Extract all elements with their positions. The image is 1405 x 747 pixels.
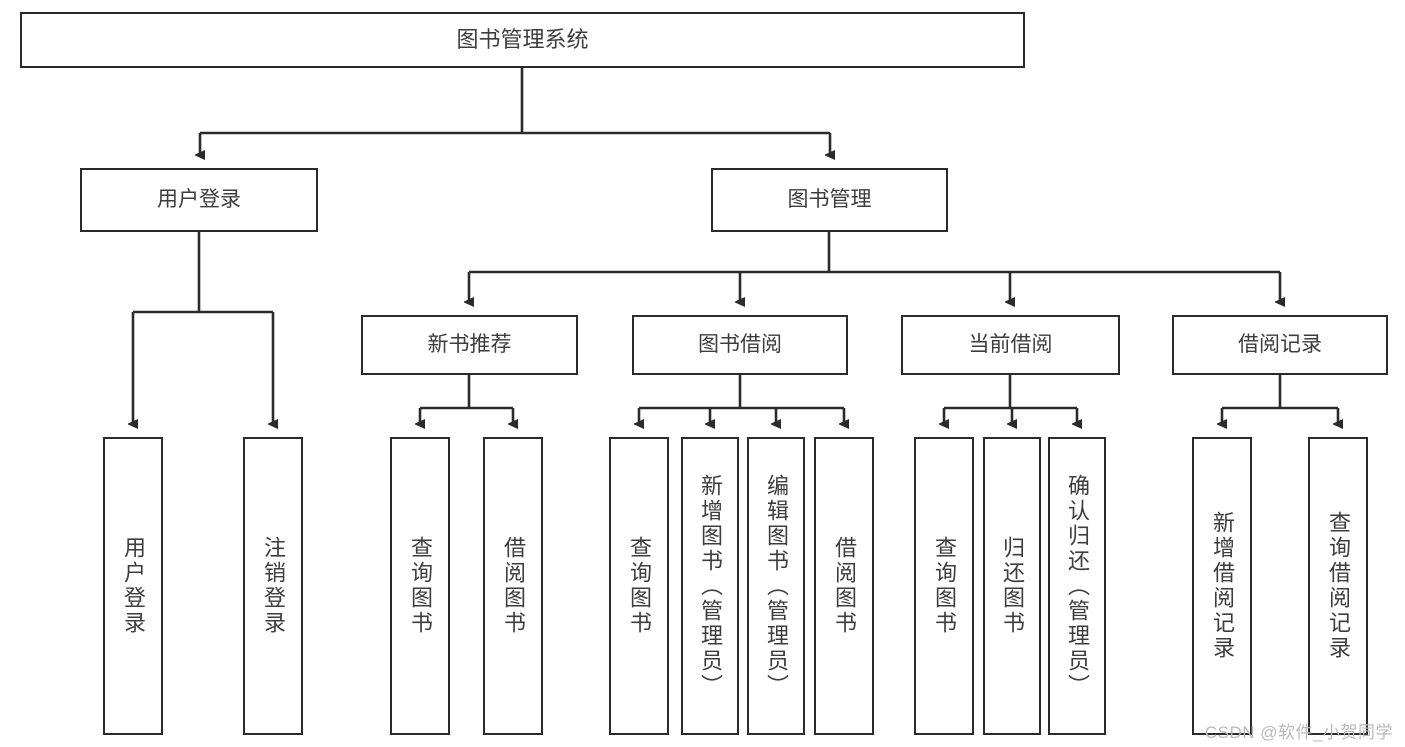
node-leaf-br-query-record[interactable]: 查询借阅记录 <box>1308 437 1368 735</box>
node-new-book-rec[interactable]: 新书推荐 <box>361 315 578 375</box>
node-label: 编辑图书（管理员） <box>764 473 789 699</box>
node-label: 新增借阅记录 <box>1210 511 1235 661</box>
node-label: 图书管理系统 <box>456 26 589 52</box>
node-leaf-bb-edit-book[interactable]: 编辑图书（管理员） <box>747 437 805 735</box>
node-leaf-cb-confirm-return[interactable]: 确认归还（管理员） <box>1048 437 1106 735</box>
csdn-watermark: CSDN @软件_小贺同学 <box>1204 723 1393 742</box>
node-root-system[interactable]: 图书管理系统 <box>20 12 1025 68</box>
node-label: 确认归还（管理员） <box>1065 473 1090 699</box>
node-label: 用户登录 <box>157 188 241 212</box>
node-leaf-cb-return-book[interactable]: 归还图书 <box>983 437 1041 735</box>
node-label: 查询借阅记录 <box>1326 511 1351 661</box>
node-label: 注销登录 <box>261 536 286 636</box>
node-leaf-bb-query-book[interactable]: 查询图书 <box>609 437 669 735</box>
node-leaf-rec-query-book[interactable]: 查询图书 <box>390 437 450 735</box>
node-borrow-record[interactable]: 借阅记录 <box>1172 315 1388 375</box>
node-label: 图书管理 <box>787 188 872 212</box>
node-label: 查询图书 <box>627 536 652 636</box>
node-label: 当前借阅 <box>968 333 1053 357</box>
node-label: 新增图书（管理员） <box>698 473 723 699</box>
node-label: 借阅记录 <box>1238 333 1322 357</box>
node-current-borrow[interactable]: 当前借阅 <box>901 315 1120 375</box>
node-label: 归还图书 <box>1000 536 1025 636</box>
node-label: 查询图书 <box>932 536 957 636</box>
node-label: 新书推荐 <box>427 333 512 357</box>
node-label: 借阅图书 <box>501 536 526 636</box>
node-label: 借阅图书 <box>832 536 857 636</box>
node-leaf-br-add-record[interactable]: 新增借阅记录 <box>1192 437 1252 735</box>
node-leaf-cb-query-book[interactable]: 查询图书 <box>914 437 974 735</box>
node-book-borrow[interactable]: 图书借阅 <box>632 315 848 375</box>
node-leaf-user-logout[interactable]: 注销登录 <box>243 437 303 735</box>
node-leaf-bb-add-book[interactable]: 新增图书（管理员） <box>681 437 739 735</box>
node-user-login[interactable]: 用户登录 <box>80 168 318 232</box>
node-label: 图书借阅 <box>698 333 782 357</box>
node-leaf-bb-borrow-book[interactable]: 借阅图书 <box>814 437 874 735</box>
node-label: 用户登录 <box>121 536 146 636</box>
node-leaf-rec-borrow-book[interactable]: 借阅图书 <box>483 437 543 735</box>
node-label: 查询图书 <box>408 536 433 636</box>
node-book-manage[interactable]: 图书管理 <box>711 168 948 232</box>
node-leaf-user-login[interactable]: 用户登录 <box>103 437 163 735</box>
